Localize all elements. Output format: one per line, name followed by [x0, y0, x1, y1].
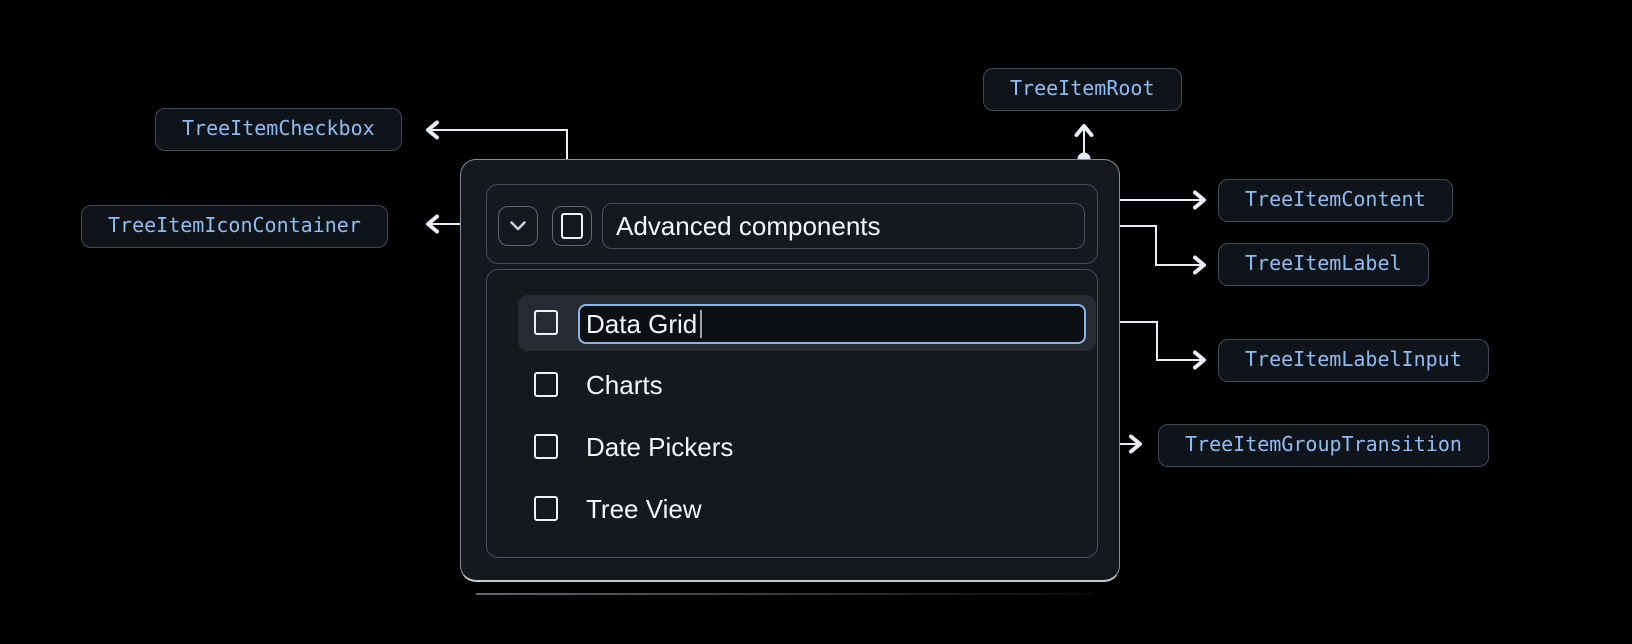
tree-item-root: Advanced components Data Grid Charts Dat…: [460, 159, 1120, 582]
tree-item-label-text: Advanced components: [616, 211, 881, 241]
tree-row-data-grid[interactable]: Data Grid: [518, 295, 1096, 351]
badge-tree-item-icon-container: TreeItemIconContainer: [81, 205, 388, 248]
tree-row-tree-view[interactable]: Tree View: [518, 481, 1096, 537]
tree-item-icon-container[interactable]: [498, 206, 538, 246]
checkbox-unchecked-icon[interactable]: [534, 496, 558, 521]
text-caret: [700, 310, 703, 338]
checkbox-unchecked-icon[interactable]: [534, 310, 558, 335]
tree-row-charts[interactable]: Charts: [518, 357, 1096, 413]
checkbox-unchecked-icon[interactable]: [534, 372, 558, 397]
label-input-value: Data Grid: [586, 309, 698, 339]
tree-item-checkbox[interactable]: [552, 206, 592, 246]
card-bottom-glow: [476, 593, 1092, 595]
tree-item-group-transition: Data Grid Charts Date Pickers Tree View: [486, 269, 1098, 558]
badge-tree-item-content: TreeItemContent: [1218, 179, 1453, 222]
tree-row-date-pickers[interactable]: Date Pickers: [518, 419, 1096, 475]
tree-row-label: Tree View: [586, 494, 702, 524]
tree-row-label: Date Pickers: [586, 432, 734, 462]
checkbox-unchecked-icon: [561, 213, 583, 239]
tree-row-label: Charts: [586, 370, 663, 400]
badge-tree-item-root: TreeItemRoot: [983, 68, 1182, 111]
badge-tree-item-label: TreeItemLabel: [1218, 243, 1429, 286]
tree-item-label: Advanced components: [602, 203, 1085, 249]
badge-tree-item-checkbox: TreeItemCheckbox: [155, 108, 402, 151]
badge-tree-item-label-input: TreeItemLabelInput: [1218, 339, 1489, 382]
badge-tree-item-group-transition: TreeItemGroupTransition: [1158, 424, 1489, 467]
chevron-down-icon: [510, 221, 526, 231]
tree-item-content[interactable]: Advanced components: [486, 184, 1098, 264]
checkbox-unchecked-icon[interactable]: [534, 434, 558, 459]
tree-item-label-input[interactable]: Data Grid: [578, 304, 1086, 344]
